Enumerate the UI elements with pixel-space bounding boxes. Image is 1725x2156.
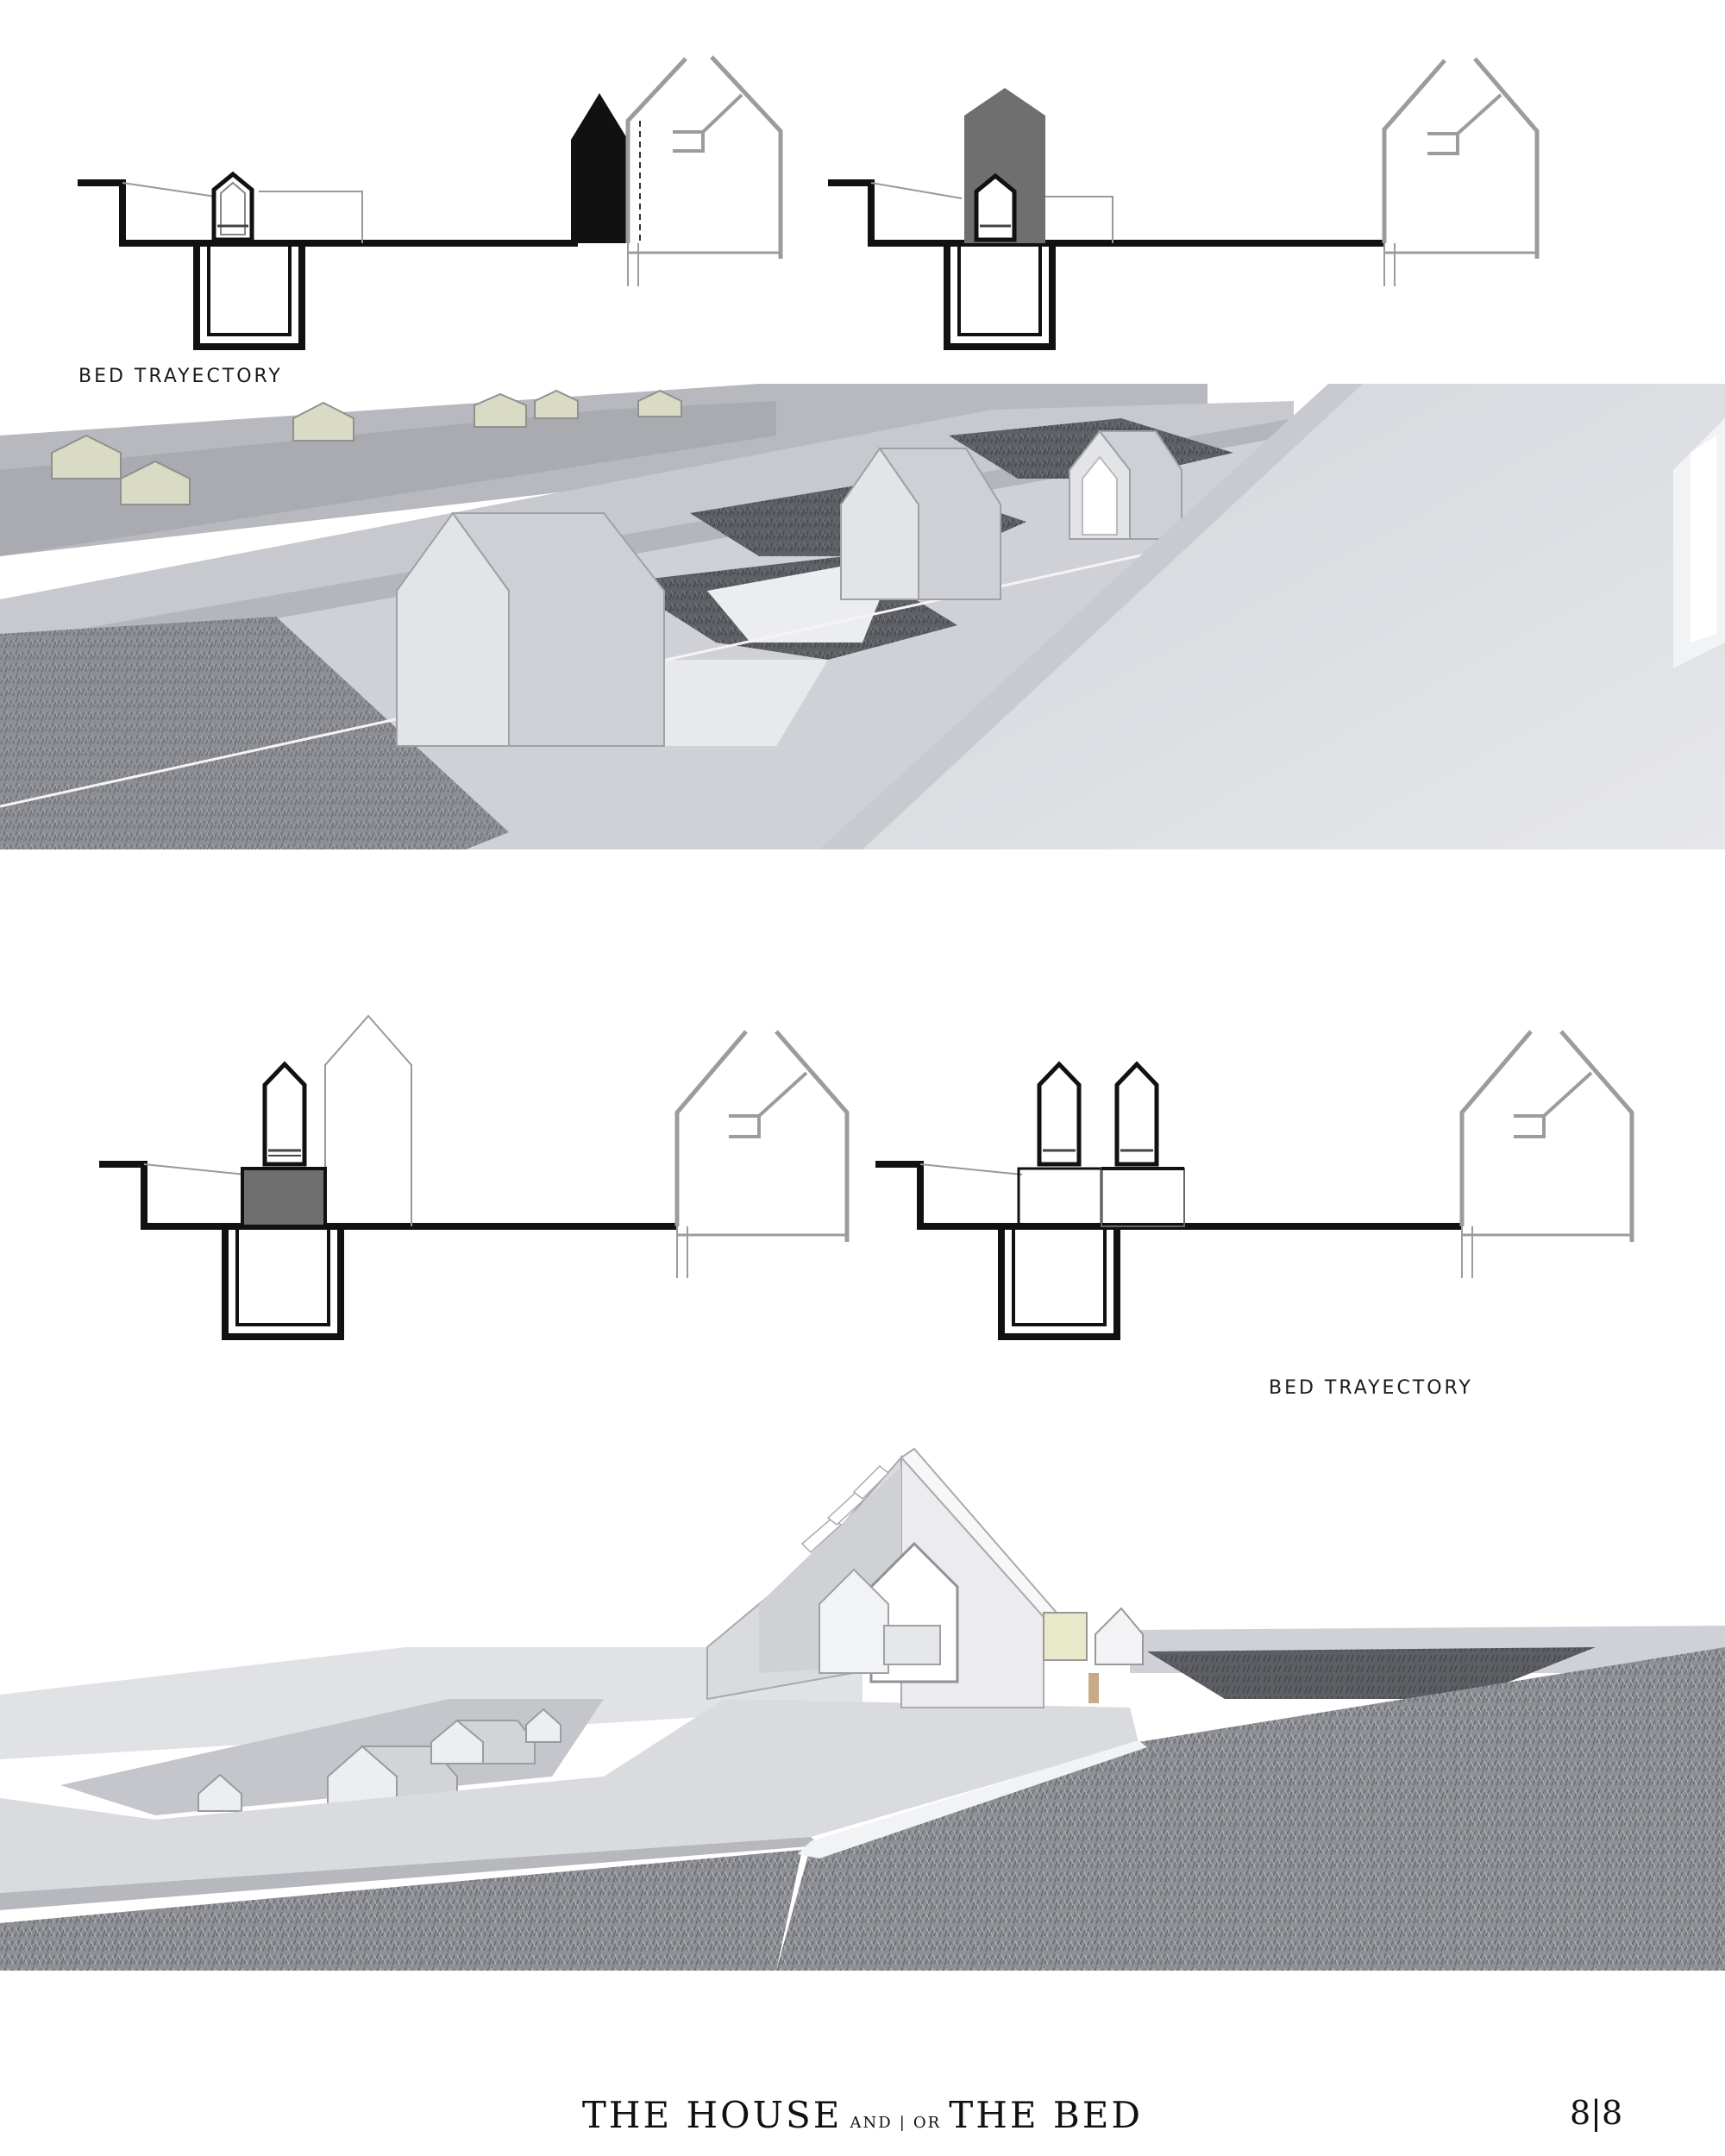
title-connector-or: OR <box>913 2114 942 2132</box>
section-diagram-4 <box>875 1030 1634 1340</box>
title-part-house: THE HOUSE <box>581 2094 843 2136</box>
footer-title: THE HOUSE AND | OR THE BED <box>0 2094 1725 2142</box>
page-number: 8|8 <box>1570 2094 1623 2132</box>
caption-bed-trayectory-bottom: BED TRAYECTORY <box>1269 1377 1473 1399</box>
render-top-aerial <box>0 384 1725 849</box>
section-diagram-2 <box>828 57 1540 350</box>
title-part-bed: THE BED <box>949 2094 1144 2136</box>
render-bottom-perspective <box>0 1447 1725 1971</box>
caption-bed-trayectory-top: BED TRAYECTORY <box>78 366 283 387</box>
section-diagram-1 <box>78 55 783 350</box>
title-connector-and: AND <box>850 2114 893 2132</box>
section-diagram-3 <box>99 1014 850 1340</box>
title-divider: | <box>899 2114 906 2132</box>
